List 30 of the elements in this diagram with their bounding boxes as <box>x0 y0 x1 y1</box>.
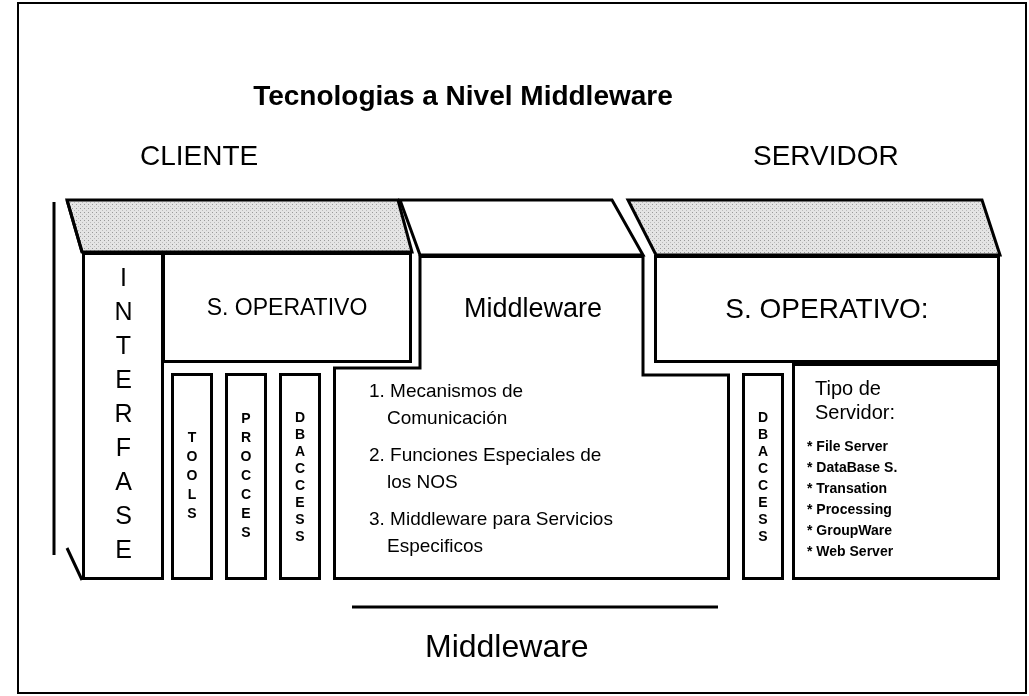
vertical-box <box>225 373 267 580</box>
list-item: * File Server <box>807 438 888 454</box>
list-item: * DataBase S. <box>807 459 898 475</box>
vertical-box <box>279 373 321 580</box>
list-item: 3. Middleware para Servicios Especificos <box>369 507 614 558</box>
list-item: 1. Mecanismos de Comunicación <box>369 379 525 430</box>
box-label: S. OPERATIVO: <box>725 293 929 325</box>
section-heading: SERVIDOR <box>753 140 899 172</box>
title: Tecnologias a Nivel Middleware <box>253 80 673 111</box>
layer-box <box>792 363 1000 580</box>
vertical-box <box>742 373 784 580</box>
vertical-label: DBACCESS <box>292 408 308 545</box>
section-heading: Middleware <box>425 628 589 665</box>
box-label: S. OPERATIVO <box>206 294 368 321</box>
box-heading: Tipo de Servidor: <box>815 376 897 424</box>
vertical-label: PROCCES <box>238 410 254 543</box>
block-heading: Middleware <box>462 293 604 324</box>
layer-box <box>162 252 412 363</box>
vertical-label: TOOLS <box>184 429 200 524</box>
vertical-box <box>171 373 213 580</box>
vertical-label: INTERFASE <box>108 263 138 569</box>
vertical-label: DBACCESS <box>755 408 771 545</box>
section-heading: CLIENTE <box>140 140 259 172</box>
list-item: * Processing <box>807 501 892 517</box>
list-item: * GroupWare <box>807 522 893 538</box>
vertical-box <box>82 252 164 580</box>
layer-box <box>654 255 1000 363</box>
list-item: * Transation <box>807 480 888 496</box>
list-item: * Web Server <box>807 543 894 559</box>
list-item: 2. Funciones Especiales de los NOS <box>369 443 603 494</box>
